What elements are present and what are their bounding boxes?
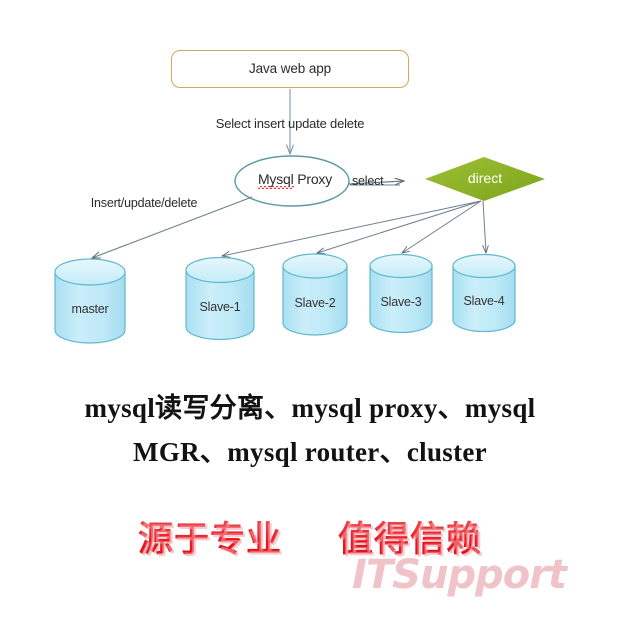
java-web-app-label: Java web app	[248, 61, 332, 76]
mysql-proxy-label-rest: Proxy	[293, 171, 333, 187]
edge-proxy-to-direct	[348, 181, 404, 184]
slogan-left: 源于专业	[137, 520, 282, 560]
mysql-proxy-label-misspelled-word: Mysql	[257, 171, 294, 187]
headline-line-1: mysql读写分离、mysql proxy、mysql	[84, 393, 536, 423]
db-cylinder-master	[54, 258, 126, 344]
slogan-right: 值得信赖	[338, 520, 483, 560]
headline-block: mysql读写分离、mysql proxy、mysql MGR、mysql ro…	[0, 386, 620, 474]
edge-proxy-to-master	[92, 196, 253, 259]
db-label-slave-1: Slave-1	[199, 300, 241, 314]
db-label-slave-3: Slave-3	[380, 295, 422, 309]
db-cylinder-slave-1	[185, 256, 255, 341]
edge-label-proxy-to-direct: select	[352, 174, 384, 188]
headline-line-2: MGR、mysql router、cluster	[133, 437, 487, 467]
edge-label-proxy-to-master: Insert/update/delete	[90, 196, 198, 210]
edge-direct-to-slave-3	[402, 200, 482, 253]
edge-direct-to-slave-4	[483, 200, 486, 253]
edge-label-app-to-proxy: Select insert update delete	[215, 116, 365, 131]
java-web-app-node[interactable]	[171, 50, 409, 88]
db-label-slave-4: Slave-4	[463, 294, 505, 308]
watermark-text: ITSupport	[352, 552, 567, 598]
edge-direct-to-slave-2	[317, 200, 482, 253]
mysql-proxy-label: Mysql Proxy	[240, 171, 350, 187]
db-label-master: master	[71, 302, 109, 316]
slogan-block: 源于专业 值得信赖	[0, 518, 620, 562]
db-cylinder-slave-3	[369, 253, 433, 334]
direct-diamond	[425, 157, 545, 201]
edge-direct-to-slave-1	[222, 200, 482, 256]
db-label-slave-2: Slave-2	[294, 296, 336, 310]
direct-node-label: direct	[467, 170, 503, 186]
db-cylinder-slave-2	[282, 253, 348, 336]
db-cylinder-slave-4	[452, 253, 516, 333]
